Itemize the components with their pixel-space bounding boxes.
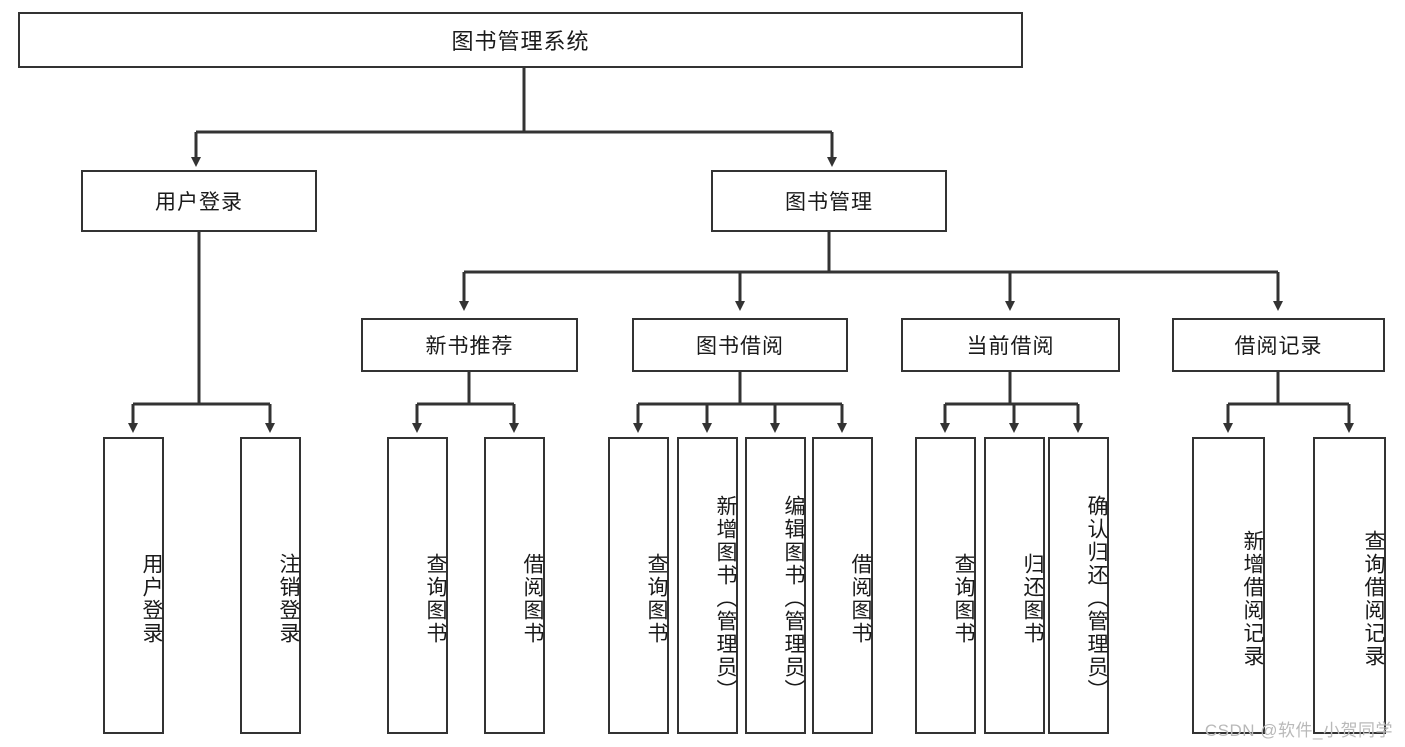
node-current-borrow[interactable]: 当前借阅 [901, 318, 1120, 372]
leaf-add-record[interactable]: 新增借阅记录 [1192, 437, 1265, 734]
leaf-query-book-borrow[interactable]: 查询图书 [608, 437, 669, 734]
leaf-add-book[interactable]: 新增图书（管理员） [677, 437, 738, 734]
node-book-manage[interactable]: 图书管理 [711, 170, 947, 232]
leaf-edit-book[interactable]: 编辑图书（管理员） [745, 437, 806, 734]
leaf-user-login[interactable]: 用户登录 [103, 437, 164, 734]
node-book-borrow[interactable]: 图书借阅 [632, 318, 848, 372]
leaf-logout[interactable]: 注销登录 [240, 437, 301, 734]
leaf-borrow-book[interactable]: 借阅图书 [812, 437, 873, 734]
leaf-query-book-recommend[interactable]: 查询图书 [387, 437, 448, 734]
node-user-login[interactable]: 用户登录 [81, 170, 317, 232]
node-new-book-recommend[interactable]: 新书推荐 [361, 318, 578, 372]
leaf-query-record[interactable]: 查询借阅记录 [1313, 437, 1386, 734]
leaf-return-book[interactable]: 归还图书 [984, 437, 1045, 734]
leaf-query-book-current[interactable]: 查询图书 [915, 437, 976, 734]
leaf-borrow-book-recommend[interactable]: 借阅图书 [484, 437, 545, 734]
watermark: CSDN @软件_小贺同学 [1204, 721, 1393, 740]
node-root[interactable]: 图书管理系统 [18, 12, 1023, 68]
node-borrow-record[interactable]: 借阅记录 [1172, 318, 1385, 372]
leaf-confirm-return[interactable]: 确认归还（管理员） [1048, 437, 1109, 734]
